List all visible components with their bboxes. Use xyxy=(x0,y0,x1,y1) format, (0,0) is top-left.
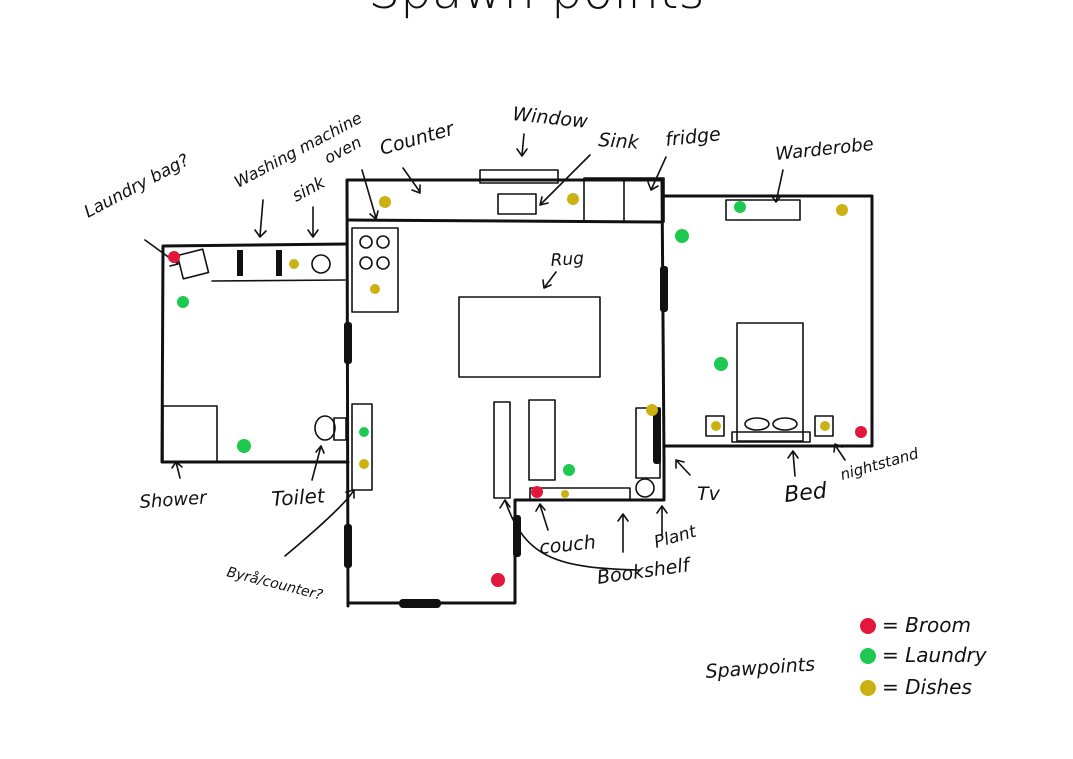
window-shape xyxy=(479,169,559,184)
nightstand-left xyxy=(705,415,725,437)
spawn-dishes xyxy=(561,490,569,498)
spawn-dishes xyxy=(359,459,369,469)
spawn-dishes xyxy=(836,204,848,216)
legend-label-broom: = Broom xyxy=(882,613,971,637)
legend-swatch-dishes xyxy=(860,680,876,696)
page-title: Spawn points xyxy=(0,0,1073,20)
label-fridge: fridge xyxy=(664,123,722,151)
bed-shape xyxy=(736,322,804,442)
couch-seat xyxy=(528,399,556,481)
spawn-broom xyxy=(855,426,867,438)
spawn-points xyxy=(168,193,867,587)
label-wardrobe: Warderobe xyxy=(774,134,874,165)
label-toilet: Toilet xyxy=(271,483,327,511)
label-bookshelf: Bookshelf xyxy=(596,554,694,589)
nightstand-right xyxy=(814,415,834,437)
pointer-arrows xyxy=(144,133,846,571)
spawn-broom xyxy=(531,486,543,498)
door-right xyxy=(660,266,668,312)
label-sink-kitchen: Sink xyxy=(598,129,641,154)
spawn-laundry xyxy=(563,464,575,476)
shower-shape xyxy=(162,405,218,463)
spawn-dishes xyxy=(370,284,380,294)
door-bottom xyxy=(399,599,441,608)
label-window: Window xyxy=(511,103,589,133)
door-tv-wall xyxy=(653,408,661,464)
label-byra: Byrå/counter? xyxy=(225,563,325,603)
door-left-lower xyxy=(344,524,352,568)
legend-label-laundry: = Laundry xyxy=(882,643,988,667)
legend-swatch-laundry xyxy=(860,648,876,664)
spawn-laundry xyxy=(237,439,251,453)
label-sink-left: sink xyxy=(289,172,330,206)
door-couch-area xyxy=(513,515,521,557)
label-plant: Plant xyxy=(652,521,700,552)
spawn-dishes xyxy=(567,193,579,205)
stove-shape xyxy=(351,227,399,313)
bathroom-sink-shape xyxy=(311,254,331,274)
spawn-laundry xyxy=(714,357,728,371)
label-couch: couch xyxy=(538,531,597,559)
label-bed: Bed xyxy=(783,479,829,508)
plant-shape xyxy=(635,478,655,498)
label-rug: Rug xyxy=(550,249,585,271)
label-tv: Tv xyxy=(697,483,721,505)
door-left-upper xyxy=(344,322,352,364)
washing-machine-shape xyxy=(176,248,210,280)
spawn-dishes xyxy=(711,421,721,431)
legend: Spawpoints = Broom = Laundry = Dishes xyxy=(705,613,988,699)
label-nightstand: nightstand xyxy=(838,444,921,484)
spawn-dishes xyxy=(820,421,830,431)
doors xyxy=(344,266,668,608)
legend-label-dishes: = Dishes xyxy=(882,675,972,699)
kitchen-sink-shape xyxy=(497,193,537,215)
spawn-dishes xyxy=(646,404,658,416)
spawn-dishes xyxy=(379,196,391,208)
legend-heading: Spawpoints xyxy=(705,653,816,683)
bookshelf-shape xyxy=(529,487,631,501)
furniture xyxy=(162,169,834,501)
wardrobe-shape xyxy=(725,199,801,221)
couch-back xyxy=(493,401,511,499)
spawn-laundry xyxy=(675,229,689,243)
toilet-shape xyxy=(314,415,336,441)
spawn-laundry xyxy=(177,296,189,308)
room-labels: Laundry bag? Washing machine oven sink C… xyxy=(81,103,921,604)
label-shower: Shower xyxy=(139,487,209,513)
spawn-broom xyxy=(168,251,180,263)
spawn-laundry xyxy=(359,427,369,437)
label-laundry-bag: Laundry bag? xyxy=(81,150,193,222)
label-counter: Counter xyxy=(377,117,457,159)
byra-shape xyxy=(351,403,373,491)
spawn-broom xyxy=(491,573,505,587)
legend-swatch-broom xyxy=(860,618,876,634)
rug-shape xyxy=(458,296,601,378)
spawn-dishes xyxy=(289,259,299,269)
spawn-laundry xyxy=(734,201,746,213)
